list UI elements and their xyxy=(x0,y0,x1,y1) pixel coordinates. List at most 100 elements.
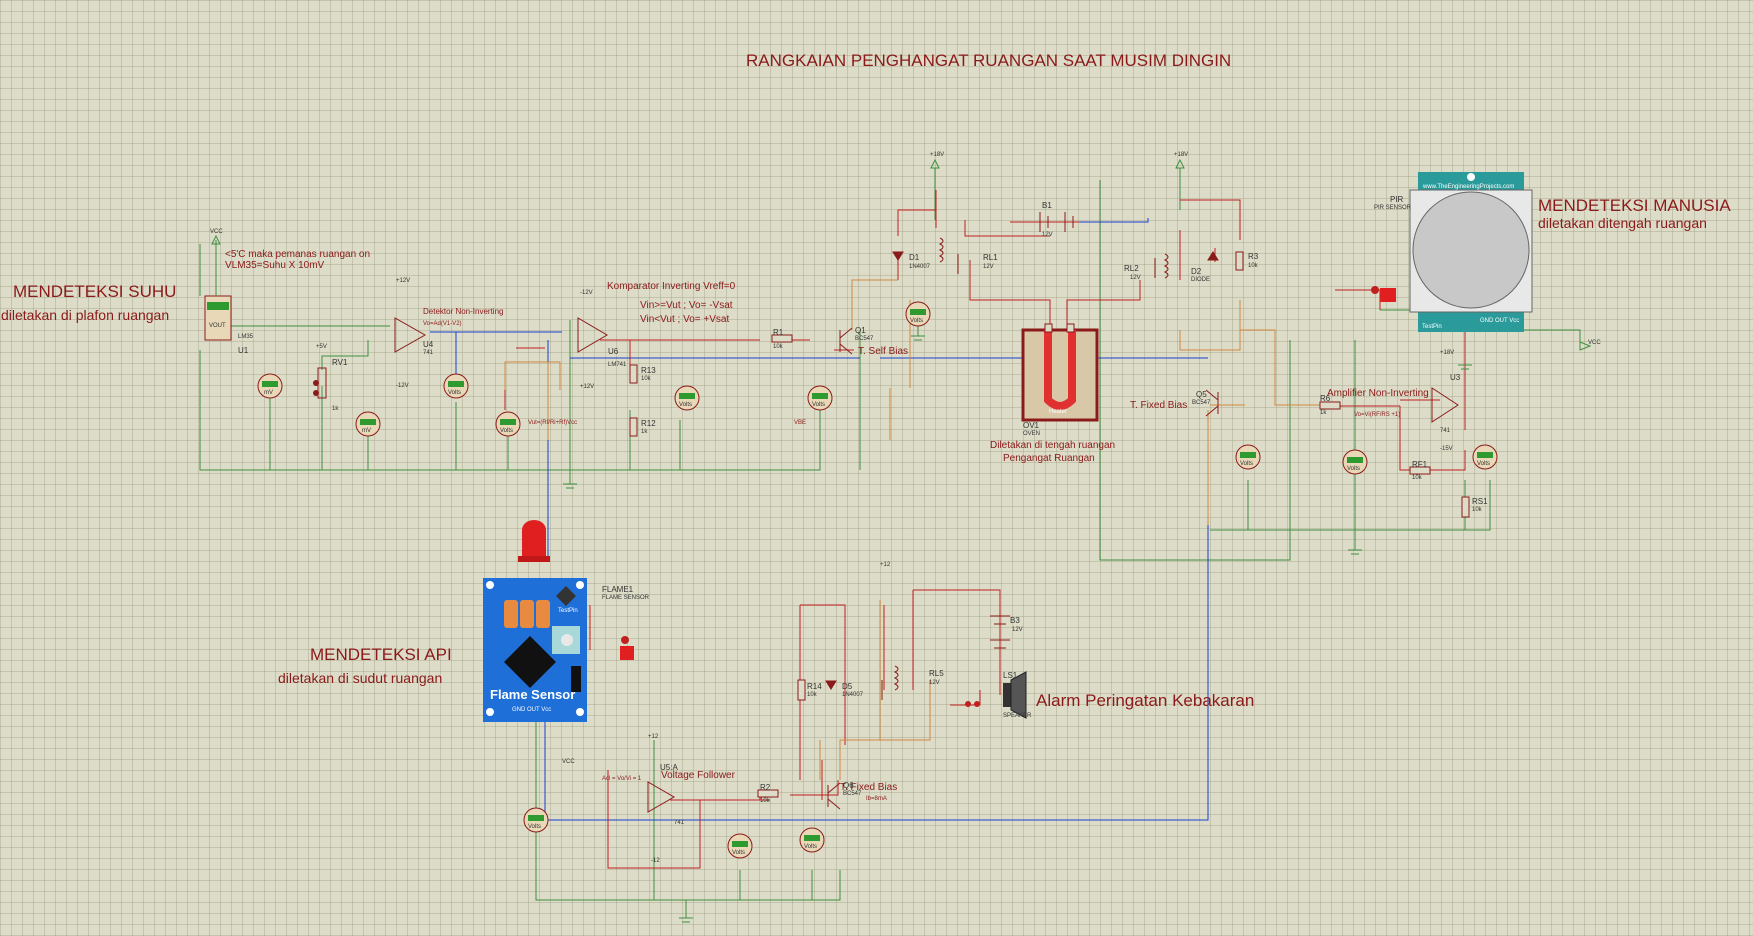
fire-subheading: diletakan di sudut ruangan xyxy=(278,670,443,686)
batteries xyxy=(990,212,1074,649)
ref-u3: U3 xyxy=(1450,373,1461,382)
label-ib: Ib=8mA xyxy=(866,796,887,802)
val-r14: 10k xyxy=(807,692,817,698)
type-d5: 1N4007 xyxy=(842,692,864,698)
ref-r12: R12 xyxy=(641,419,656,428)
voltmeters xyxy=(257,301,1498,859)
ref-r3: R3 xyxy=(1248,252,1259,261)
type-q1: BC547 xyxy=(855,336,874,342)
ref-r1: R1 xyxy=(773,328,784,337)
ref-ov1: OV1 xyxy=(1023,421,1040,430)
meter-unit-9: Volts xyxy=(1347,466,1361,472)
ground-symbols xyxy=(563,335,1472,923)
type-u1: LM35 xyxy=(238,334,254,340)
rail-n12-2: -12V xyxy=(580,290,593,296)
meter-unit-13: Volts xyxy=(804,844,818,850)
note-vf-eq: Acl = Vo/Vi = 1 xyxy=(602,776,642,782)
type-q5: BC547 xyxy=(1192,400,1211,406)
type-flame1: FLAME SENSOR xyxy=(602,595,650,601)
temp-subheading: diletakan di plafon ruangan xyxy=(1,307,170,323)
transistors xyxy=(827,327,1219,810)
val-b3: 12V xyxy=(1012,627,1023,633)
meter-unit-6: Volts xyxy=(812,402,826,408)
ref-b3: B3 xyxy=(1010,616,1020,625)
note-vut: Vut=(Rf/Ri+Rf)Vcc xyxy=(528,420,578,426)
meter-unit-4: Volts xyxy=(500,428,514,434)
type-pir: PIR SENSOR xyxy=(1374,205,1412,211)
note-amp-eq: Vo=Vi(RF/RS +1) xyxy=(1354,412,1401,418)
type-ov1: OVEN xyxy=(1023,431,1041,437)
note-amplifier: Amplifier Non-Inverting xyxy=(1327,388,1429,399)
val-rl1: 12V xyxy=(983,264,994,270)
ref-r14: R14 xyxy=(807,682,822,691)
note-self-bias: T. Self Bias xyxy=(858,346,909,357)
val-rl5: 12V xyxy=(929,680,940,686)
rail-p12b-1: +12 xyxy=(648,734,659,740)
flame-testpin: TestPin xyxy=(558,608,578,614)
val-r13: 10k xyxy=(641,376,651,382)
diodes xyxy=(825,251,1219,690)
ref-ls1: LS1 xyxy=(1003,671,1018,680)
opamp-u4 xyxy=(394,317,427,353)
fire-heading: MENDETEKSI API xyxy=(310,645,452,664)
val-b1: 12V xyxy=(1042,232,1053,238)
ref-b1: B1 xyxy=(1042,201,1052,210)
rail-p12b-2: +12 xyxy=(880,562,891,568)
note-voltage-follower: Voltage Follower xyxy=(661,770,735,781)
type-ls1: SPEAKER xyxy=(1003,713,1032,719)
val-rv1: 1k xyxy=(332,406,339,412)
rail-p12-1: +12V xyxy=(396,278,411,284)
ref-d2: D2 xyxy=(1191,267,1202,276)
note-temp-rule: <5'C maka pemanas ruangan on xyxy=(225,249,371,260)
opamps-right xyxy=(647,387,1459,813)
note-vlm35: VLM35=Suhu X 10mV xyxy=(225,260,325,271)
rail-p5: +5V xyxy=(316,344,327,350)
meter-unit-7: Volts xyxy=(910,318,924,324)
ref-u5: U5:A xyxy=(660,763,678,772)
rail-p12-2: +12V xyxy=(580,384,595,390)
ref-rl2: RL2 xyxy=(1124,264,1139,273)
ref-q5: Q5 xyxy=(1196,390,1207,399)
meter-unit-11: Volts xyxy=(528,824,542,830)
pir-site: www.TheEngineeringProjects.com xyxy=(1423,184,1515,190)
note-fixed-bias-1: T. Fixed Bias xyxy=(1130,400,1188,411)
aux-wires xyxy=(504,279,1330,780)
page-title: RANGKAIAN PENGHANGAT RUANGAN SAAT MUSIM … xyxy=(746,51,1232,70)
rail-vcc-1: VCC xyxy=(210,229,223,235)
resistors xyxy=(629,251,1470,798)
type-u4: 741 xyxy=(423,350,434,356)
opamp-u6 xyxy=(577,317,608,353)
lm35-sensor xyxy=(204,240,232,341)
signal-wires xyxy=(430,218,1209,821)
pin-vout: VOUT xyxy=(209,323,226,329)
label-heater: Heater xyxy=(1049,409,1068,415)
meter-unit-2: mV xyxy=(362,428,371,434)
supply-arrows xyxy=(211,158,1592,351)
ref-r6: R6 xyxy=(1320,394,1331,403)
flame-pins: GND OUT Vcc xyxy=(512,707,552,713)
temp-heading: MENDETEKSI SUHU xyxy=(13,282,177,301)
val-r6: 1k xyxy=(1320,410,1327,416)
rail-vcc-3: VCC xyxy=(562,759,575,765)
flame-sensor-label: Flame Sensor xyxy=(490,687,576,702)
val-r2: 10k xyxy=(760,798,770,804)
rail-n12b: -12 xyxy=(651,858,660,864)
rail-p18-1: +18V xyxy=(930,152,945,158)
note-detektor: Detektor Non-Inverting xyxy=(423,307,504,316)
rail-p18-2: +18V xyxy=(1174,152,1189,158)
rail-p18-3: +18V xyxy=(1440,350,1455,356)
ref-u6: U6 xyxy=(608,347,619,356)
flame-sensor-module xyxy=(483,520,587,722)
type-u5: 741 xyxy=(674,820,685,826)
logic-probes xyxy=(620,286,1396,707)
human-heading: MENDETEKSI MANUSIA xyxy=(1538,196,1731,215)
ref-flame1: FLAME1 xyxy=(602,585,634,594)
ref-d5: D5 xyxy=(842,682,853,691)
voltmeter-screens xyxy=(262,309,1493,847)
pir-testpin: TestPin xyxy=(1422,324,1442,330)
type-d2: DIODE xyxy=(1191,277,1211,283)
ref-r13: R13 xyxy=(641,366,656,375)
note-fixed-bias-2: T. Fixed Bias xyxy=(840,782,898,793)
rv1-potentiometer xyxy=(313,367,327,399)
